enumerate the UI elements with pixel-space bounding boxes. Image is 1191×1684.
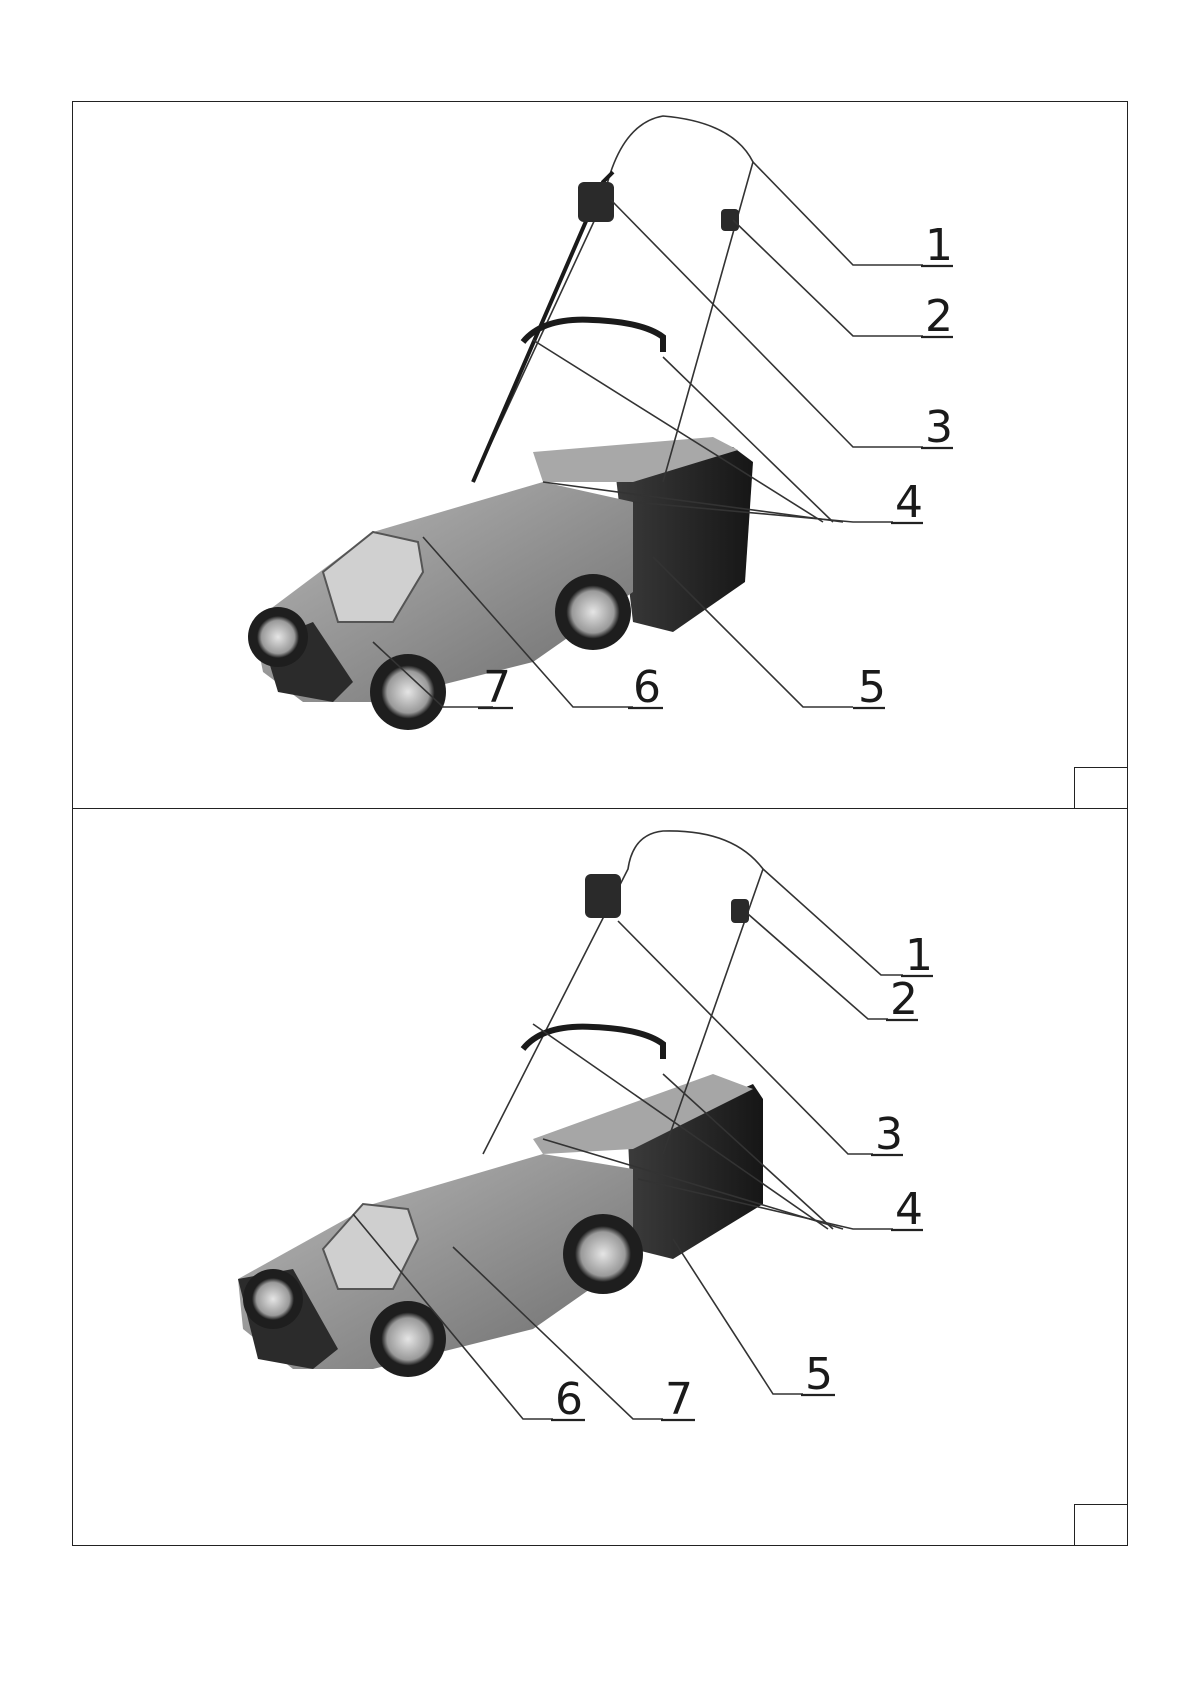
rear-wheel-right bbox=[555, 574, 631, 650]
callout-4: 4 bbox=[895, 477, 923, 528]
handle-clamp bbox=[731, 899, 749, 923]
callout-1: 1 bbox=[925, 220, 953, 271]
callout-5: 5 bbox=[858, 662, 886, 713]
leader-2 bbox=[733, 220, 923, 336]
callout-6: 6 bbox=[555, 1374, 583, 1425]
page-corner-box bbox=[1074, 1504, 1128, 1546]
callout-5: 5 bbox=[805, 1349, 833, 1400]
switch-box bbox=[585, 874, 621, 918]
handle-clamp bbox=[721, 209, 739, 231]
leader-1 bbox=[753, 162, 923, 265]
front-wheel-left bbox=[243, 1269, 303, 1329]
lawn-mower-illustration-top: 1 2 3 4 5 6 7 bbox=[73, 102, 1129, 810]
callout-3: 3 bbox=[925, 402, 953, 453]
handle-bar bbox=[473, 116, 753, 482]
callout-2: 2 bbox=[925, 291, 953, 342]
callout-4: 4 bbox=[895, 1184, 923, 1235]
figure-panel-top: 1 2 3 4 5 6 7 bbox=[72, 101, 1128, 809]
front-wheel-left bbox=[248, 607, 308, 667]
leader-3 bbox=[611, 200, 923, 447]
callout-3: 3 bbox=[875, 1109, 903, 1160]
front-wheel-right bbox=[370, 654, 446, 730]
leader-2 bbox=[748, 914, 888, 1019]
callout-6: 6 bbox=[633, 662, 661, 713]
switch-box bbox=[578, 182, 614, 222]
figure-panel-bottom: 1 2 3 4 5 6 7 bbox=[72, 808, 1128, 1546]
callout-7: 7 bbox=[483, 662, 511, 713]
lawn-mower-illustration-bottom: 1 2 3 4 5 6 7 bbox=[73, 809, 1129, 1547]
rear-wheel-right bbox=[563, 1214, 643, 1294]
leader-5 bbox=[673, 1239, 803, 1394]
page-corner-box bbox=[1074, 767, 1128, 809]
leader-1 bbox=[763, 869, 903, 975]
callout-7: 7 bbox=[665, 1374, 693, 1425]
callout-2: 2 bbox=[890, 974, 918, 1025]
